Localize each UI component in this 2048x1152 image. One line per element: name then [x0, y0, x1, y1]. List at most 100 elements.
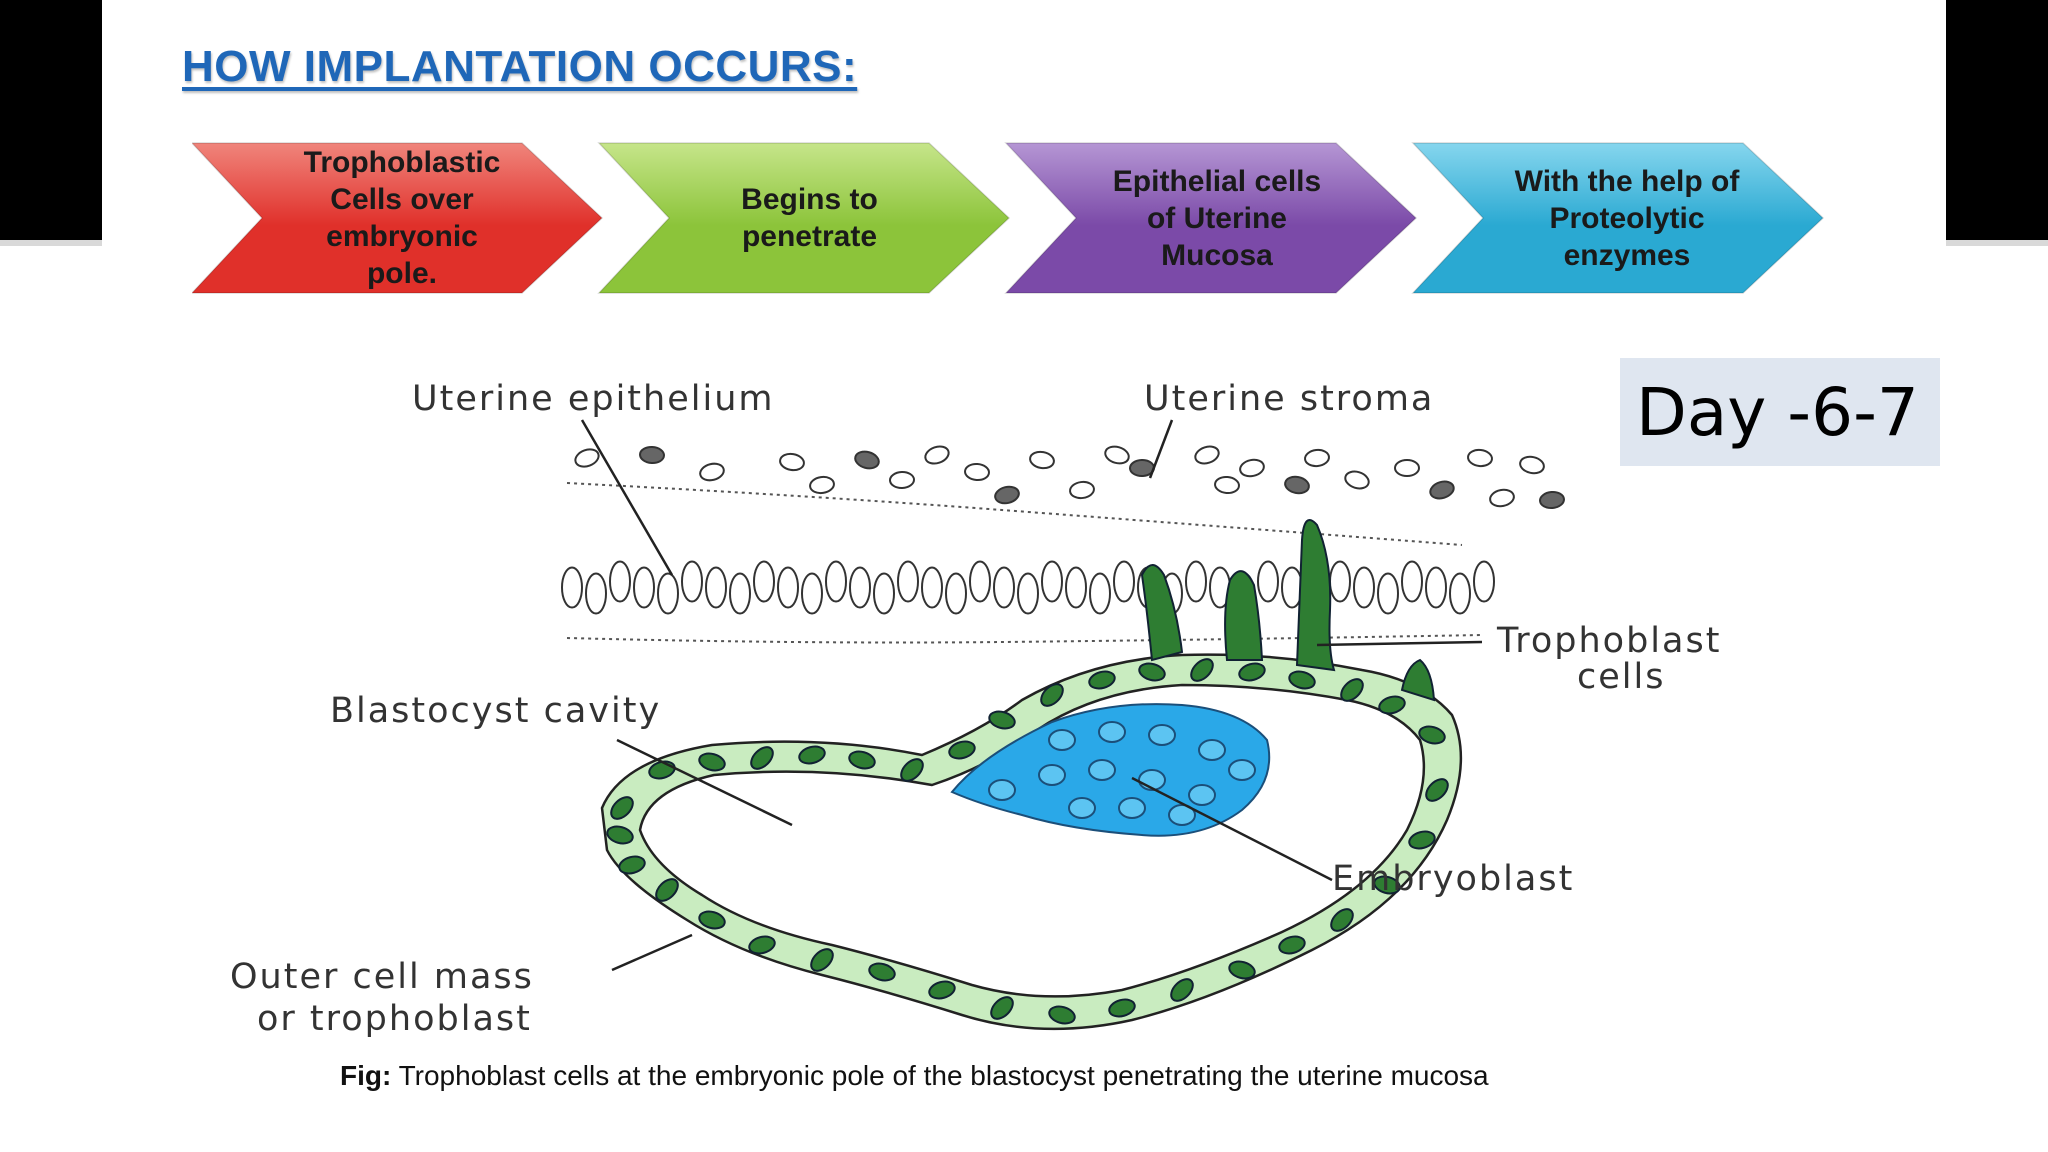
embryoblast-cell [1068, 797, 1096, 819]
step-chevron-2 [597, 142, 1011, 294]
step-label-1: Trophoblastic Cells over embryonic pole. [303, 146, 501, 290]
trophoblast-nucleus [698, 910, 726, 930]
embryoblast-cell [1148, 724, 1176, 746]
epithelial-cell [873, 572, 895, 615]
trophoblast-nucleus [618, 855, 646, 875]
trophoblast-nucleus [900, 758, 924, 782]
epithelial-cell [657, 572, 679, 615]
stroma-cell [994, 485, 1020, 505]
stroma-cell [1304, 448, 1330, 468]
stroma-cell [964, 462, 990, 482]
trophoblast-nucleus [1288, 670, 1316, 690]
stroma-cell [1344, 470, 1370, 490]
trophoblast-nucleus [1138, 662, 1166, 682]
epithelial-cell [561, 566, 583, 609]
label-outer-cell-mass-2: or trophoblast [257, 999, 532, 1039]
epithelium-bottom-line [566, 634, 1483, 644]
trophoblast-nucleus [1425, 778, 1449, 802]
invading-trophoblast-3 [1295, 519, 1336, 672]
epithelial-cell [1377, 572, 1399, 615]
step-chevron-3 [1004, 142, 1418, 294]
epithelial-cell [681, 560, 703, 603]
label-trophoblast-cells-2: cells [1577, 657, 1665, 697]
epithelial-cell [705, 566, 727, 609]
stroma-cell [639, 445, 665, 465]
trophoblast-nucleus [1048, 1005, 1076, 1025]
right-margin-rule [1946, 240, 2048, 246]
epithelial-cell [1185, 560, 1207, 603]
trophoblast-nucleus [1378, 695, 1406, 715]
invading-trophoblast-1 [1140, 564, 1184, 662]
stroma-cell [1284, 475, 1310, 495]
epithelial-cell [1113, 560, 1135, 603]
label-trophoblast-cells-1: Trophoblast [1496, 621, 1721, 661]
epithelial-cell [897, 560, 919, 603]
trophoblast-nucleus [655, 878, 679, 902]
trophoblast-nucleus [1170, 978, 1194, 1002]
trophoblast-nucleus [1418, 725, 1446, 745]
leader-blastocyst-cavity [616, 738, 793, 827]
leader-uterine-stroma [1148, 419, 1174, 479]
stroma-cell [1214, 475, 1240, 495]
trophoblast-nucleus [1228, 960, 1256, 980]
trophoblast-nucleus [1238, 662, 1266, 682]
stroma-cell [889, 470, 915, 490]
trophoblast-nuclei [606, 658, 1449, 1025]
stroma-cell [1429, 480, 1455, 500]
epithelial-cell [777, 566, 799, 609]
stroma-cells [574, 445, 1565, 510]
epithelial-cell [849, 566, 871, 609]
stroma-cell [1467, 448, 1493, 468]
trophoblast-nucleus [1040, 683, 1064, 707]
embryoblast-cell [1168, 804, 1196, 826]
caption-text: Trophoblast cells at the embryonic pole … [391, 1060, 1489, 1091]
trophoblast-nucleus [610, 796, 634, 820]
epithelial-cell [825, 560, 847, 603]
left-margin-strip [0, 246, 102, 1152]
stroma-cell [1489, 488, 1515, 508]
epithelial-cell [729, 572, 751, 615]
stroma-cell [699, 462, 725, 482]
stroma-cell [854, 450, 880, 470]
implantation-diagram: Uterine epithelium Uterine stroma Tropho… [230, 379, 1721, 1039]
epithelial-cells [561, 560, 1495, 615]
invading-trophoblast-2 [1224, 570, 1264, 661]
epithelial-cell [945, 572, 967, 615]
blastocyst-wall [600, 653, 1463, 1031]
trophoblast-nucleus [1190, 658, 1214, 682]
day-label-box: Day -6-7 [1620, 358, 1940, 466]
figure-caption: Fig: Trophoblast cells at the embryonic … [340, 1060, 1489, 1092]
stroma-cell [1519, 455, 1545, 475]
invading-trophoblast-4 [1400, 658, 1436, 702]
label-embryoblast: Embryoblast [1332, 859, 1574, 899]
trophoblast-nucleus [948, 740, 976, 760]
label-uterine-epithelium: Uterine epithelium [412, 379, 774, 419]
stroma-cell [1394, 459, 1420, 477]
stroma-cell [1194, 445, 1220, 465]
embryoblast-cell [1048, 729, 1076, 751]
stroma-cell [809, 475, 835, 495]
epithelial-cell [1353, 566, 1375, 609]
epithelial-cell [1329, 560, 1351, 603]
trophoblast-nucleus [810, 948, 834, 972]
trophoblast-nucleus [1278, 935, 1306, 955]
embryoblast-cell [1198, 739, 1226, 761]
epithelial-cell [1425, 566, 1447, 609]
epithelial-cell [1401, 560, 1423, 603]
step-label-4: With the help of Proteolytic enzymes [1514, 164, 1740, 272]
embryoblast-cell [1098, 721, 1126, 743]
caption-prefix: Fig: [340, 1060, 392, 1091]
embryoblast-cell [1118, 797, 1146, 819]
trophoblast-nucleus [1373, 875, 1401, 895]
epithelial-cell [585, 572, 607, 615]
left-margin-rule [0, 240, 102, 246]
label-blastocyst-cavity: Blastocyst cavity [330, 691, 661, 731]
step-label-3: Epithelial cells of Uterine Mucosa [1112, 164, 1322, 272]
trophoblast-nucleus [988, 710, 1016, 730]
slide: HOW IMPLANTATION OCCURS: Trophoblastic C… [102, 0, 1946, 1152]
embryoblast-cells [988, 721, 1256, 826]
step-chevron-4 [1411, 142, 1825, 294]
stroma-cell [1069, 480, 1095, 500]
embryoblast-cell [1038, 764, 1066, 786]
day-label: Day -6-7 [1636, 373, 1919, 451]
